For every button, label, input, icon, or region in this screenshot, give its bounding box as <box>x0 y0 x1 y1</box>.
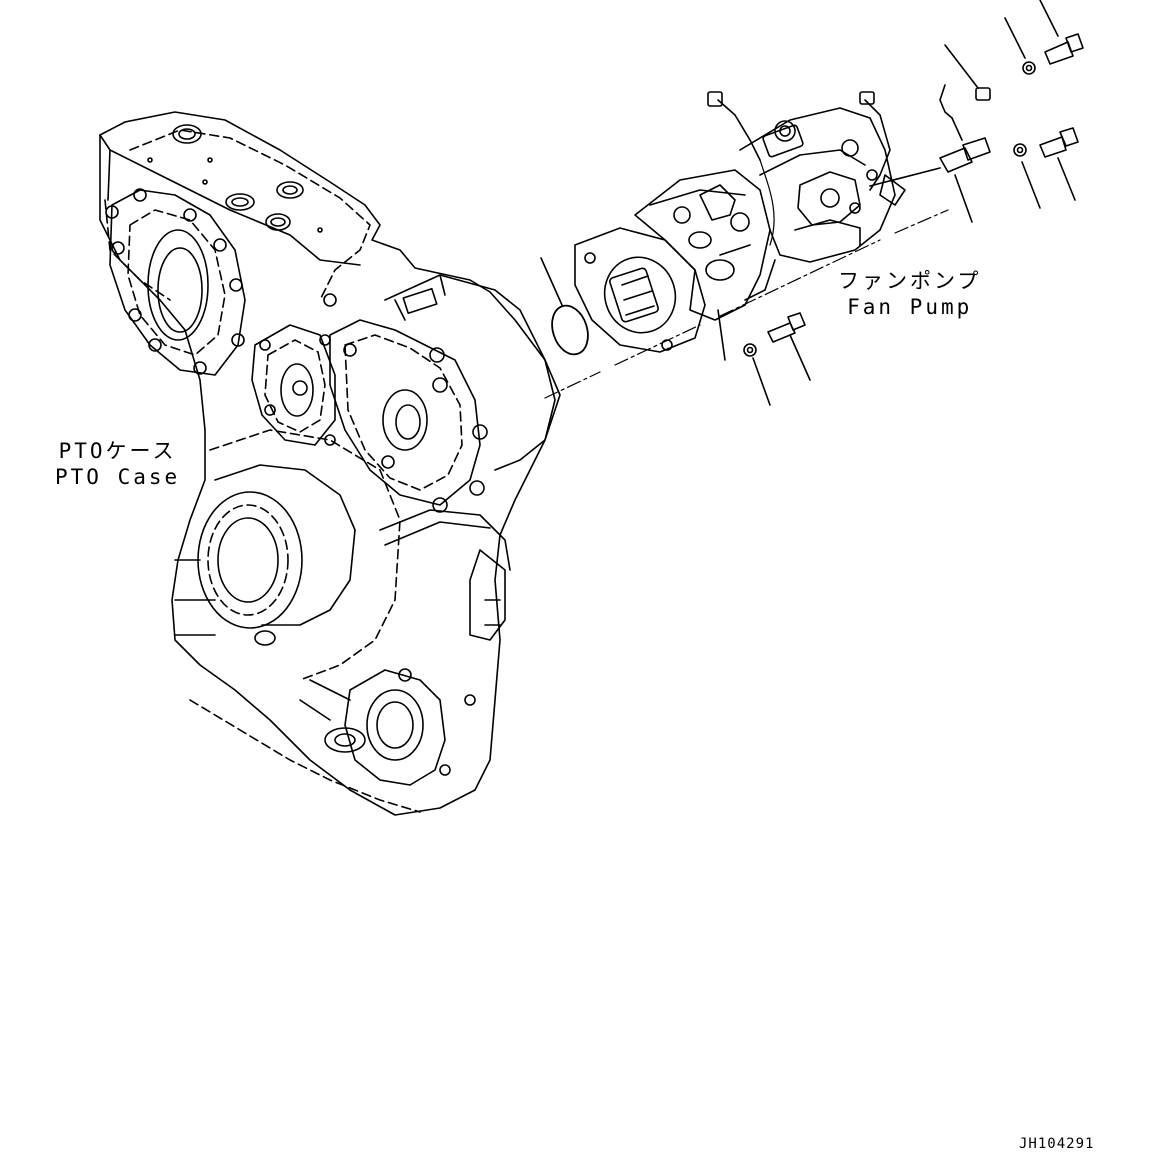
flange-bolts <box>105 188 245 375</box>
pto-lower-housing <box>174 509 511 813</box>
upper-washer <box>1004 17 1036 75</box>
lower-bolt <box>767 312 811 381</box>
assembly-centerline <box>544 209 949 399</box>
middle-bolt <box>1039 127 1079 201</box>
sensor-bracket <box>939 84 991 223</box>
fan-pump-label-jp: ファンポンプ <box>838 269 982 293</box>
o-ring-leader-line <box>540 257 563 306</box>
pto-pump-mount-flange <box>323 274 556 513</box>
pto-case-housing <box>99 111 561 816</box>
pto-middle-flange <box>251 324 336 446</box>
drawing-id: JH104291 <box>1019 1136 1095 1152</box>
pto-top-ports <box>147 124 323 233</box>
pto-left-flange <box>105 188 246 376</box>
middle-washer <box>1013 143 1041 209</box>
pto-case-label-jp: PTOケース <box>58 439 177 463</box>
upper-bolt <box>1039 0 1084 65</box>
lower-washer <box>743 343 771 406</box>
sensor-spacer <box>944 44 991 101</box>
pto-main-bore <box>197 429 401 681</box>
pto-case-label-en: PTO Case <box>55 465 181 489</box>
fan-pump <box>574 91 941 361</box>
fan-pump-label: ファンポンプ Fan Pump <box>838 268 981 320</box>
o-ring <box>540 257 589 356</box>
pto-case-label: PTOケース PTO Case <box>55 438 180 490</box>
fan-pump-label-en: Fan Pump <box>847 295 973 319</box>
